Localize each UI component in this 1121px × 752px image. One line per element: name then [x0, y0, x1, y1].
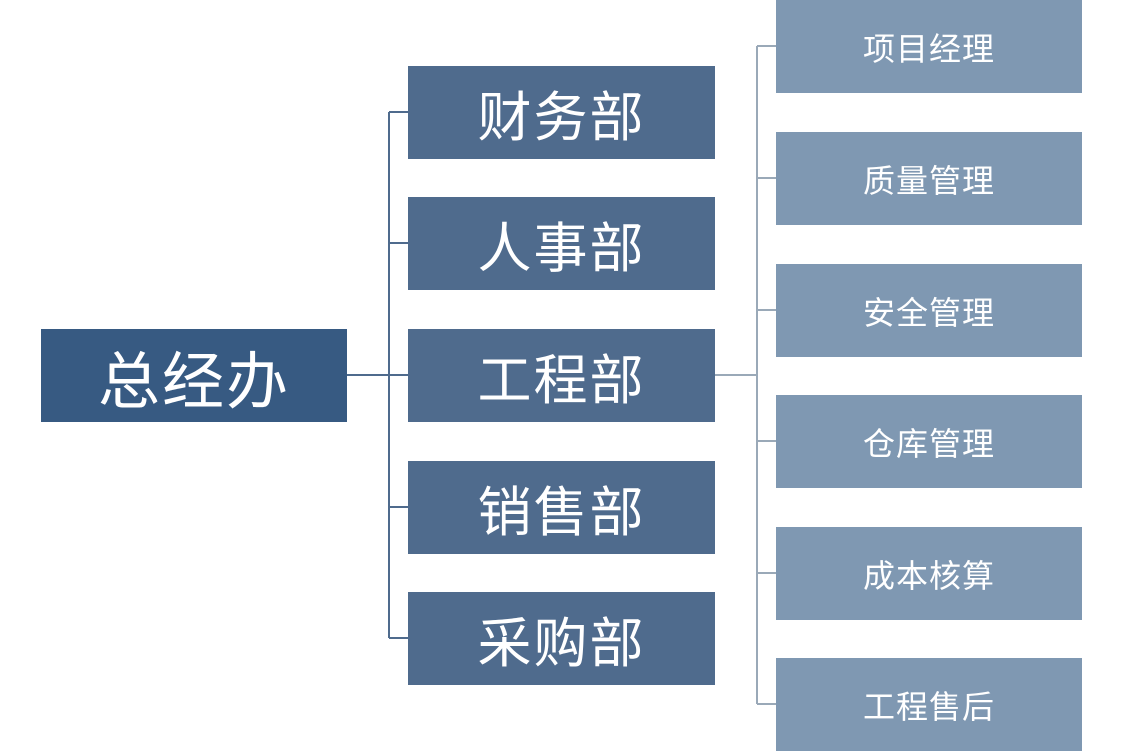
unit-node: 质量管理	[776, 132, 1082, 225]
unit-node-label: 质量管理	[862, 161, 995, 200]
root-department-connectors	[347, 111, 408, 639]
root-node: 总经办	[41, 329, 347, 422]
unit-node: 工程售后	[776, 658, 1082, 751]
department-node: 财务部	[408, 66, 715, 159]
root-node-label: 总经办	[97, 344, 290, 418]
department-node: 销售部	[408, 461, 715, 554]
department-node-label: 财务部	[477, 86, 646, 149]
department-node-label: 销售部	[477, 481, 646, 544]
department-node-label: 工程部	[477, 349, 646, 412]
unit-node-label: 成本核算	[862, 556, 995, 595]
department-node-label: 采购部	[477, 612, 646, 675]
unit-node-label: 项目经理	[862, 29, 995, 68]
department-node: 人事部	[408, 197, 715, 290]
department-node: 采购部	[408, 592, 715, 685]
unit-node: 成本核算	[776, 527, 1082, 620]
unit-node: 安全管理	[776, 264, 1082, 357]
engineering-unit-connectors	[715, 45, 776, 705]
unit-node-label: 工程售后	[862, 687, 995, 726]
unit-node-label: 仓库管理	[862, 424, 995, 463]
unit-node-label: 安全管理	[862, 293, 995, 332]
department-node-label: 人事部	[477, 217, 646, 280]
unit-node: 仓库管理	[776, 395, 1082, 488]
department-node: 工程部	[408, 329, 715, 422]
unit-node: 项目经理	[776, 0, 1082, 93]
